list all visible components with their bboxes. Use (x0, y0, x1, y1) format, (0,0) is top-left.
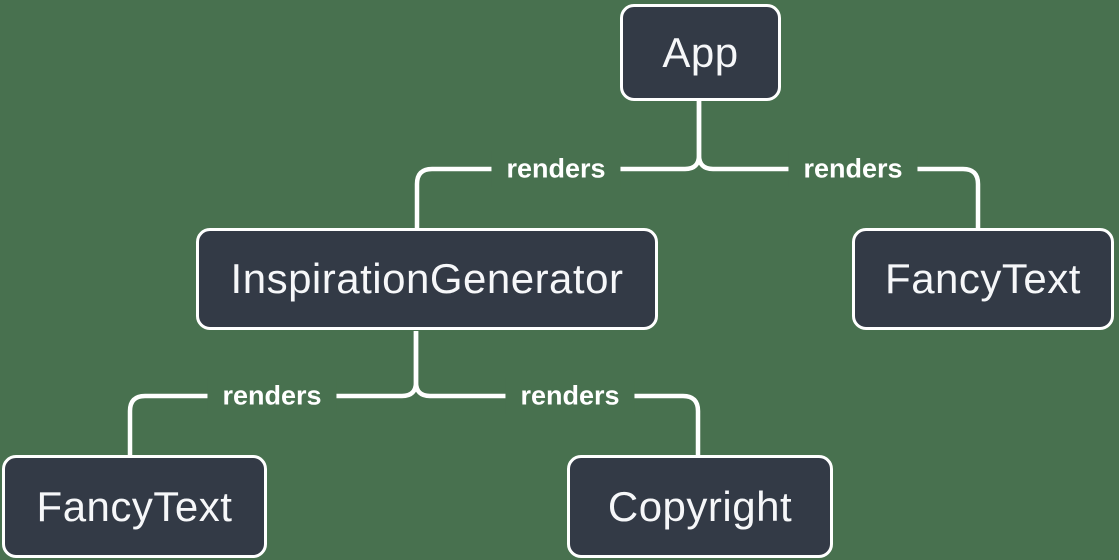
node-fancy-text-right: FancyText (852, 228, 1114, 330)
edge-label-renders-inspiration-copyright: renders (505, 377, 635, 415)
node-fancy-text-right-label: FancyText (885, 255, 1081, 302)
node-copyright-label: Copyright (607, 482, 793, 530)
node-inspiration-generator-label: InspirationGenerator (230, 255, 624, 302)
node-app-label: App (662, 28, 739, 76)
node-fancy-text-left: FancyText (2, 455, 267, 558)
node-inspiration-generator: InspirationGenerator (196, 228, 658, 330)
node-app: App (620, 4, 781, 101)
node-fancy-text-left-label: FancyText (36, 482, 233, 530)
node-copyright: Copyright (567, 455, 833, 558)
edge-label-renders-app-fancytext: renders (788, 150, 918, 188)
edge-label-renders-inspiration-fancytext: renders (207, 377, 337, 415)
edge-label-renders-app-inspiration: renders (491, 150, 621, 188)
